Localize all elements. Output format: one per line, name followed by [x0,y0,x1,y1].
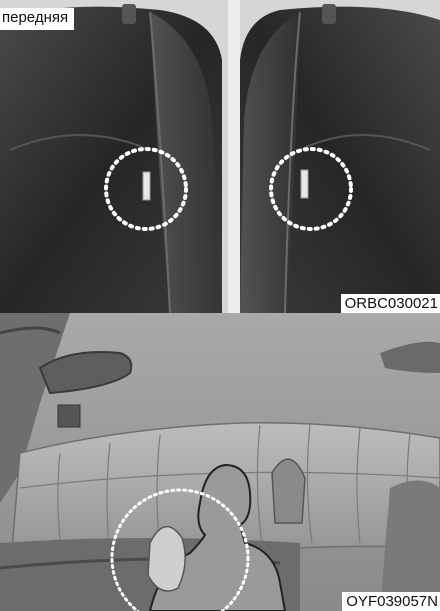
side-airbag-label-right [301,170,308,198]
side-airbag-label-left [143,172,150,200]
front-seats-drawing [0,0,440,313]
curtain-airbag-illustration: OYF039057N [0,313,440,611]
front-seat-airbag-illustration: передняя ORBC030021 [0,0,440,313]
front-seat-label: передняя [0,8,74,30]
figure-code-top: ORBC030021 [341,294,440,313]
side-airbag-deployed [148,527,185,591]
visor-clip [58,405,80,427]
curtain-airbag-drawing [0,313,440,611]
figure-code-bottom: OYF039057N [342,592,440,611]
